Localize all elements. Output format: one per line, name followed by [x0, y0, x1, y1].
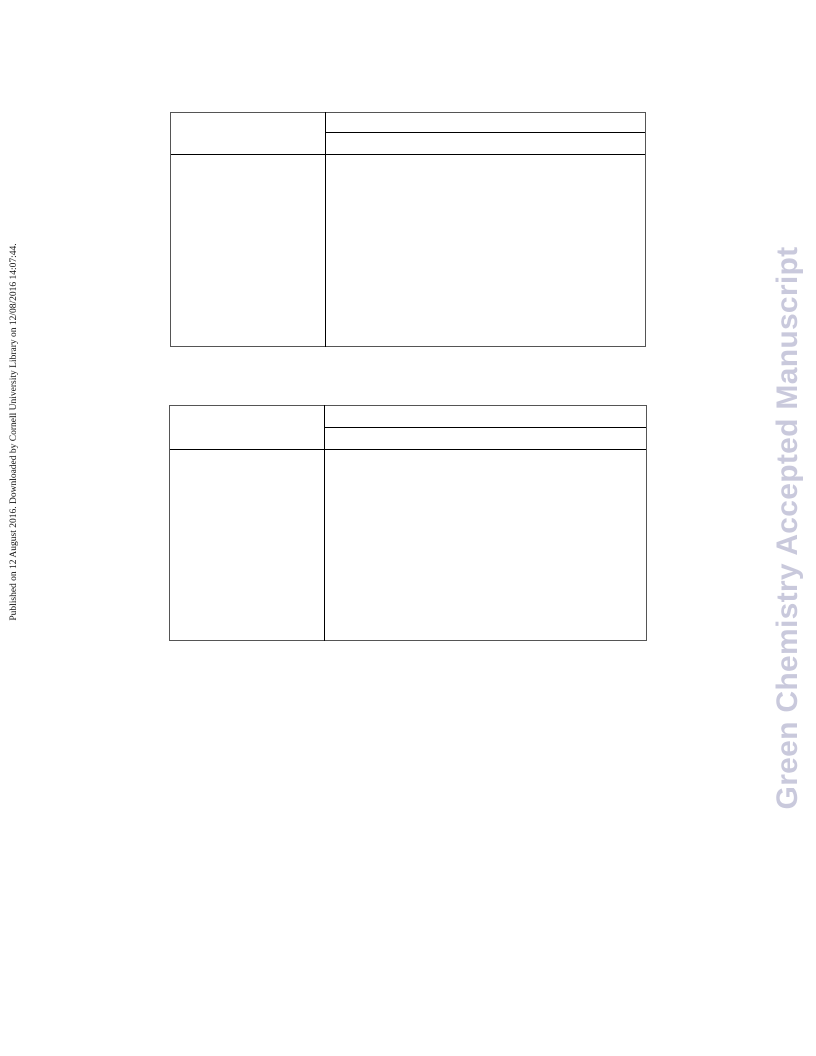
table-2-bottom-rule	[169, 640, 647, 641]
table-1-bottom-rule	[170, 346, 646, 347]
publication-note: Published on 12 August 2016. Downloaded …	[9, 243, 19, 621]
table-1-column-divider	[325, 112, 326, 347]
table-2-column-divider	[324, 405, 325, 641]
table-2-subheader-rule	[325, 427, 647, 428]
table-2-right-rule	[646, 405, 647, 641]
table-1-header-rule	[170, 154, 646, 155]
table-1-subheader-rule	[326, 132, 646, 133]
table-1-top-rule	[170, 112, 646, 113]
journal-watermark: Green Chemistry Accepted Manuscript	[771, 246, 804, 810]
table-1-right-rule	[645, 112, 646, 347]
table-2-header-rule	[169, 449, 647, 450]
table-1-left-rule	[170, 112, 171, 347]
table-2-top-rule	[169, 405, 647, 406]
table-2-left-rule	[169, 405, 170, 641]
